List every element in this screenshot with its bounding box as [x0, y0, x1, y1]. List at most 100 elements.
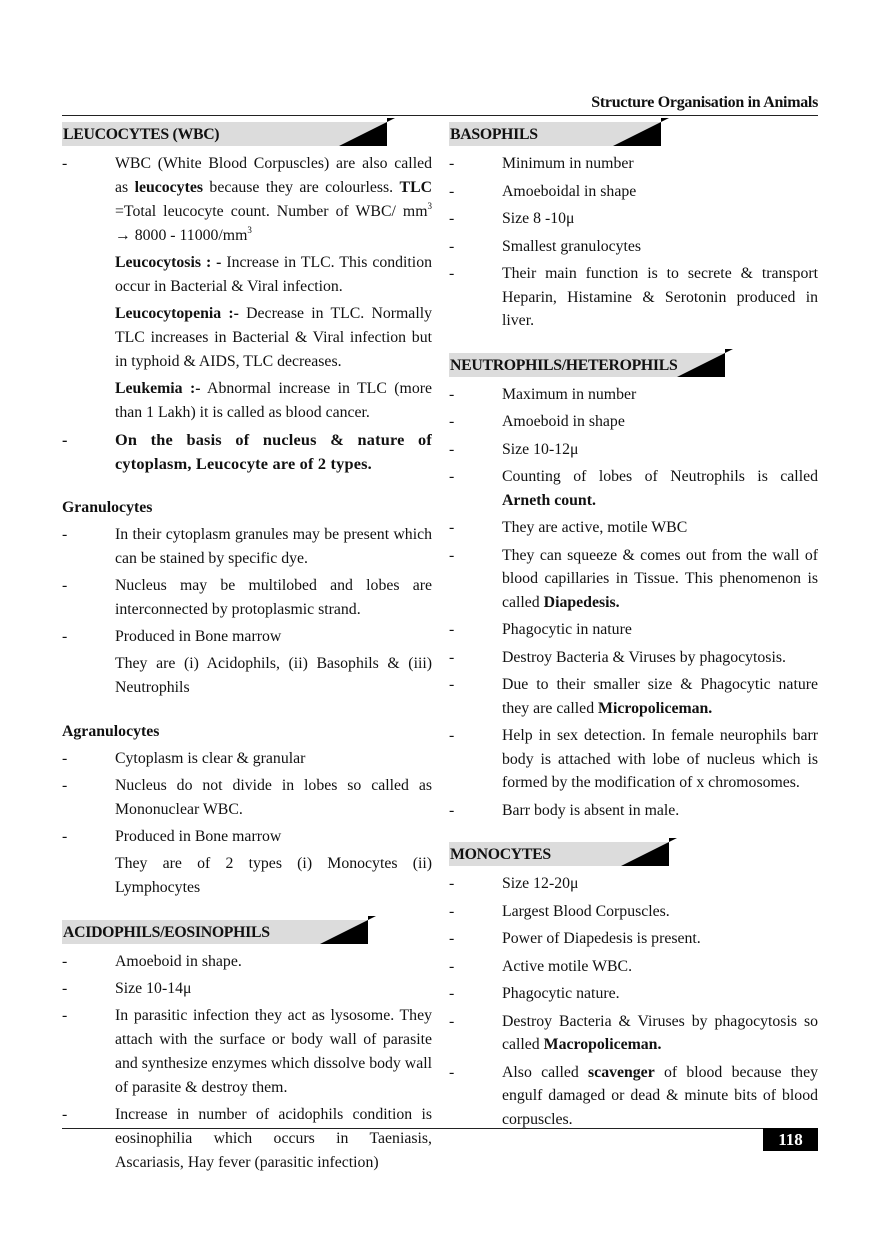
text-run: Destroy Bacteria & Viruses by phagocytos… [502, 648, 786, 666]
text-run: WBC (White Blood Corpuscles) are also ca… [115, 155, 432, 196]
text-run: They are of 2 types (i) Monocytes (ii) L… [115, 855, 432, 896]
bullet-dash: - [62, 430, 68, 449]
list-item-text: Phagocytic nature. [502, 982, 818, 1006]
list-item: - Size 10-12μ [449, 438, 818, 462]
text-run: =Total leucocyte count. Number of WBC/ m… [115, 203, 428, 220]
footer-rule [62, 1128, 818, 1129]
text-run: of blood because they engulf damaged or … [502, 1063, 818, 1128]
bullet-dash: - [449, 468, 455, 485]
bullet-dash: - [449, 210, 455, 227]
bullet-dash: - [449, 182, 455, 200]
bullet-dash: - [449, 930, 455, 947]
page-number: 118 [763, 1128, 818, 1151]
text-run: because they are colourless. [203, 179, 400, 196]
text-run: Maximum in number [502, 385, 637, 403]
text-run: Cytoplasm is clear & granular [115, 750, 306, 767]
bullet-dash: - [62, 750, 68, 767]
text-run: Produced in Bone marrow [115, 628, 282, 645]
bullet-dash: - [449, 902, 455, 920]
section-heading: LEUCOCYTES (WBC) [62, 118, 432, 146]
paragraph: Leukemia :- Abnormal increase in TLC (mo… [62, 377, 432, 425]
bullet-dash: - [449, 727, 455, 744]
section-heading-text: ACIDOPHILS/EOSINOPHILS [62, 920, 320, 944]
bullet-dash: - [449, 155, 455, 172]
list-item: - Cytoplasm is clear & granular [62, 747, 432, 771]
text-run: Decrease in TLC. Normally TLC increases … [115, 305, 432, 370]
list-item-text: Help in sex detection. In female neuroph… [502, 724, 818, 795]
text-run: In parasitic infection they act as lysos… [115, 1007, 432, 1096]
heading-triangle-decoration [620, 838, 677, 866]
list-item-text: Cytoplasm is clear & granular [115, 747, 432, 771]
left-column: LEUCOCYTES (WBC)-WBC (White Blood Corpus… [62, 116, 432, 1175]
bullet-dash: - [449, 519, 455, 536]
text-run: Amoeboid in shape [502, 413, 625, 430]
text-run: → 8000 - 11000/mm [115, 227, 248, 244]
text-run: Nucleus may be multilobed and lobes are … [115, 577, 432, 618]
list-item-text: WBC (White Blood Corpuscles) are also ca… [115, 152, 432, 248]
list-item: -WBC (White Blood Corpuscles) are also c… [62, 152, 432, 248]
text-run: Destroy Bacteria & Viruses by phagocytos… [502, 1012, 818, 1054]
list-item: -Size 12-20μ [449, 872, 818, 896]
paragraph-text: Leukemia :- Abnormal increase in TLC (mo… [115, 377, 432, 425]
text-run: Amoeboidal in shape [502, 182, 637, 200]
section-heading-text: NEUTROPHILS/HETEROPHILS [449, 352, 678, 377]
text-run: Help in sex detection. In female neuroph… [502, 727, 818, 791]
text-run: They are active, motile WBC [502, 519, 688, 536]
text-run: 3 [427, 201, 433, 211]
list-item-text: Power of Diapedesis is present. [502, 927, 818, 951]
list-item-text: Amoeboid in shape. [115, 950, 432, 974]
text-run: They are (i) Acidophils, (ii) Basophils … [115, 655, 432, 696]
bold-text: Arneth count. [502, 491, 596, 509]
list-item: - Due to their smaller size & Phagocytic … [449, 673, 818, 720]
list-item-text: Counting of lobes of Neutrophils is call… [502, 465, 818, 512]
list-item: -Produced in Bone marrow [62, 625, 432, 649]
text-run: They can squeeze & comes out from the wa… [502, 546, 818, 611]
bold-text: Diapedesis. [543, 593, 620, 611]
section-heading: NEUTROPHILS/HETEROPHILS [449, 348, 818, 377]
list-item: -Phagocytic nature. [449, 982, 818, 1006]
bullet-dash: - [449, 1012, 455, 1030]
text-run: Size 10-12μ [502, 440, 579, 458]
list-item-text: In parasitic infection they act as lysos… [115, 1004, 432, 1100]
list-item: -Nucleus do not divide in lobes so calle… [62, 774, 432, 822]
section-heading-text: MONOCYTES [449, 842, 621, 866]
list-item-text: Active motile WBC. [502, 955, 818, 979]
list-item-text: Nucleus do not divide in lobes so called… [115, 774, 432, 822]
bullet-dash: - [62, 1007, 68, 1024]
heading-triangle-decoration [612, 118, 669, 146]
bullet-dash: - [449, 648, 455, 666]
bold-text: Micropoliceman. [598, 699, 713, 717]
list-item: -Phagocytic in nature [449, 618, 818, 642]
list-item-text: Largest Blood Corpuscles. [502, 900, 818, 924]
list-item-text: They are active, motile WBC [502, 516, 818, 540]
text-run: Minimum in number [502, 155, 634, 172]
list-item: -Maximum in number [449, 383, 818, 407]
bullet-dash: - [449, 1063, 455, 1081]
bold-text: Macropoliceman. [543, 1036, 662, 1053]
list-item: - Destroy Bacteria & Viruses by phagocyto… [449, 1010, 818, 1057]
list-item-text: Produced in Bone marrow [115, 825, 432, 849]
bullet-dash: - [449, 440, 455, 458]
list-item-text: Destroy Bacteria & Viruses by phagocytos… [502, 646, 818, 670]
bullet-dash: - [449, 676, 455, 693]
bold-text: leucocytes [134, 179, 204, 196]
list-item: - In parasitic infection they act as lyso… [62, 1004, 432, 1100]
subheading: Agranulocytes [62, 723, 160, 740]
text-run: Abnormal increase in TLC (more than 1 La… [115, 380, 432, 421]
running-title: Structure Organisation in Animals [591, 94, 818, 111]
list-item: -Nucleus may be multilobed and lobes are… [62, 574, 432, 622]
list-item: -Amoeboid in shape [449, 410, 818, 434]
bullet-dash: - [62, 526, 68, 543]
list-item-text: Size 10-14μ [115, 977, 432, 1001]
paragraph-text: They are (i) Acidophils, (ii) Basophils … [115, 652, 432, 700]
text-run: Phagocytic in nature [502, 621, 632, 638]
list-item: - Active motile WBC. [449, 955, 818, 979]
heading-triangle-decoration [339, 118, 396, 146]
bullet-dash: - [449, 957, 455, 975]
paragraph: Leucocytopenia :- Decrease in TLC. Norma… [62, 302, 432, 374]
list-item: -Size 10-14μ [62, 977, 432, 1001]
paragraph: Leucocytosis : - Increase in TLC. This c… [62, 251, 432, 299]
list-item: -On the basis of nucleus & nature of cyt… [62, 428, 432, 476]
list-item: -Produced in Bone marrow [62, 825, 432, 849]
list-item-text: Due to their smaller size & Phagocytic n… [502, 673, 818, 720]
